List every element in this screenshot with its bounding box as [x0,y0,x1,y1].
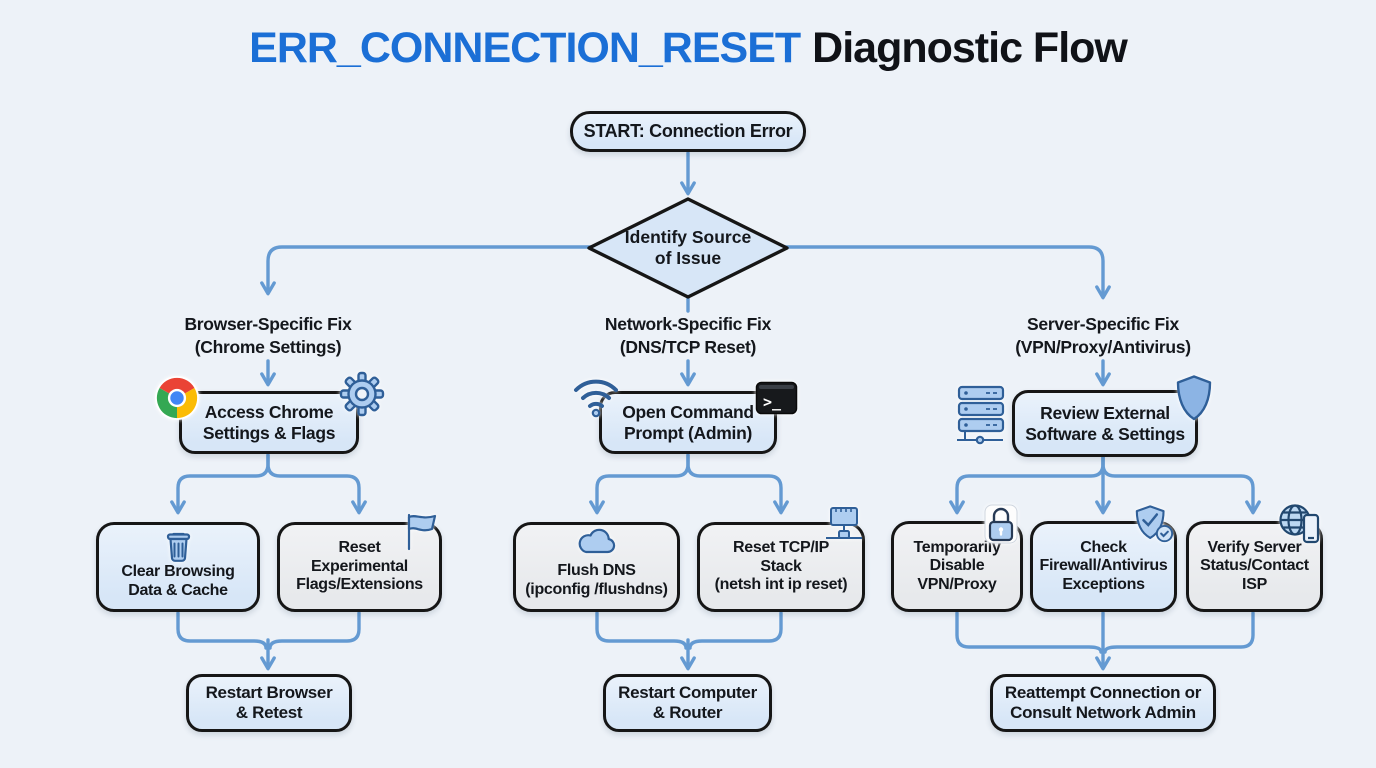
action-node-network: Open Command Prompt (Admin) [599,391,777,454]
cloud-icon [576,528,618,556]
branch-header-browser: Browser-Specific Fix (Chrome Settings) [184,314,352,357]
wifi-icon [571,373,621,419]
step-node-verify-server: Verify Server Status/Contact ISP [1186,521,1323,612]
arrow-decision-to-branches [260,245,1111,313]
trash-icon [160,528,197,564]
action-label-browser: Access Chrome Settings & Flags [202,402,336,443]
step-node-reset-flags: Reset Experimental Flags/Extensions [277,522,442,612]
action-node-server: Review External Software & Settings [1012,390,1198,457]
shield-icon [1174,374,1214,422]
decision-node-shape [587,197,789,299]
step-label-reset-flags: Reset Experimental Flags/Extensions [296,539,423,594]
title-rest: Diagnostic Flow [812,24,1128,72]
step-label-clear-browsing: Clear Browsing Data & Cache [121,563,235,599]
action-label-server: Review External Software & Settings [1025,403,1185,444]
result-node-network: Restart Computer & Router [603,674,772,732]
arrow-headers-to-actions [260,359,1111,387]
result-label-browser: Restart Browser & Retest [205,683,333,722]
step-label-check-firewall: Check Firewall/Antivirus Exceptions [1039,538,1168,593]
start-label: START: Connection Error [583,121,793,142]
flag-icon [402,512,442,552]
merge-server [955,611,1255,671]
branch-header-network: Network-Specific Fix (DNS/TCP Reset) [604,314,772,357]
svg-text:>_: >_ [763,393,782,411]
step-label-disable-vpn: Temporarily Disable VPN/Proxy [913,538,1001,593]
title-accent: ERR_CONNECTION_RESET [249,24,801,72]
step-label-reset-tcpip: Reset TCP/IP Stack (netsh int ip reset) [714,539,848,594]
merge-browser [176,611,361,671]
result-node-server: Reattempt Connection or Consult Network … [990,674,1216,732]
start-node: START: Connection Error [570,111,806,152]
step-label-verify-server: Verify Server Status/Contact ISP [1200,538,1309,593]
branch-header-server: Server-Specific Fix (VPN/Proxy/Antivirus… [1015,314,1191,357]
step-node-disable-vpn: Temporarily Disable VPN/Proxy [891,521,1023,612]
globe-phone-icon [1278,501,1322,547]
split-network [589,453,789,515]
network-port-icon [822,506,864,546]
terminal-icon: >_ [755,381,798,415]
action-label-network: Open Command Prompt (Admin) [622,402,754,443]
merge-network [595,611,783,671]
server-rack-icon [953,384,1007,446]
result-node-browser: Restart Browser & Retest [186,674,352,732]
decision-node-label: Identify Source of Issue [624,227,752,268]
step-label-flush-dns: Flush DNS (ipconfig /flushdns) [525,562,668,598]
result-label-network: Restart Computer & Router [618,683,757,722]
result-label-server: Reattempt Connection or Consult Network … [1004,683,1202,722]
shield-check-icon [1133,504,1175,546]
chrome-icon [154,375,200,421]
split-browser [170,453,367,515]
lock-icon [983,503,1019,545]
split-server [949,455,1261,515]
action-node-browser: Access Chrome Settings & Flags [179,391,359,454]
gear-icon [339,371,385,417]
